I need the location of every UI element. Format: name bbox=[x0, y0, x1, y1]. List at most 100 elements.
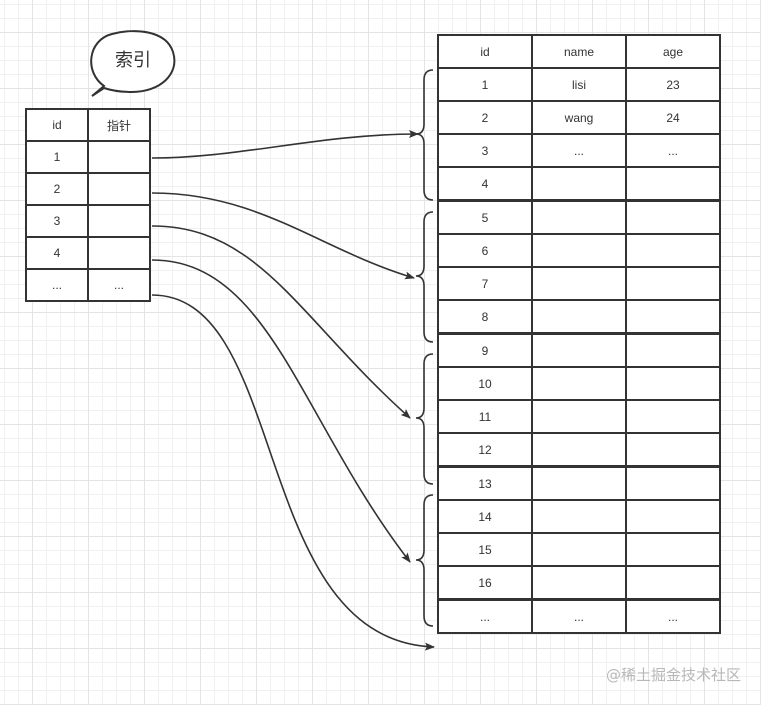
header-id: id bbox=[25, 108, 89, 142]
data-name-cell bbox=[531, 166, 627, 202]
data-name-cell bbox=[531, 399, 627, 434]
data-table-header: id name age bbox=[437, 34, 721, 69]
data-age-cell bbox=[625, 366, 721, 401]
brace-group-13-16 bbox=[415, 494, 434, 627]
data-name-cell bbox=[531, 366, 627, 401]
index-table: id 指针 1 2 3 4 ... ... bbox=[25, 108, 151, 302]
data-id-cell: 8 bbox=[437, 299, 533, 335]
data-row: 8 bbox=[437, 299, 721, 335]
index-id-cell: 4 bbox=[25, 236, 89, 270]
data-age-cell bbox=[625, 233, 721, 268]
data-name-cell bbox=[531, 432, 627, 468]
data-age-cell bbox=[625, 399, 721, 434]
data-name-cell bbox=[531, 299, 627, 335]
index-pointer-cell bbox=[87, 204, 151, 238]
data-name-cell bbox=[531, 332, 627, 368]
data-id-cell: 4 bbox=[437, 166, 533, 202]
data-name-cell: ... bbox=[531, 598, 627, 634]
data-id-cell: 9 bbox=[437, 332, 533, 368]
data-age-cell bbox=[625, 565, 721, 601]
data-id-cell: 15 bbox=[437, 532, 533, 567]
arrow-index-3 bbox=[151, 225, 411, 419]
data-row: 7 bbox=[437, 266, 721, 301]
data-age-cell bbox=[625, 166, 721, 202]
data-row: 13 bbox=[437, 465, 721, 501]
data-row: 14 bbox=[437, 499, 721, 534]
index-pointer-cell: ... bbox=[87, 268, 151, 302]
arrow-index-more bbox=[151, 294, 435, 651]
data-age-cell bbox=[625, 299, 721, 335]
data-row: 16 bbox=[437, 565, 721, 601]
arrow-index-1 bbox=[151, 130, 419, 159]
index-row: ... ... bbox=[25, 268, 151, 302]
data-name-cell bbox=[531, 499, 627, 534]
data-id-cell: 12 bbox=[437, 432, 533, 468]
data-id-cell: 10 bbox=[437, 366, 533, 401]
data-name-cell: ... bbox=[531, 133, 627, 168]
data-age-cell bbox=[625, 199, 721, 235]
data-name-cell bbox=[531, 532, 627, 567]
data-row: 10 bbox=[437, 366, 721, 401]
data-row: 5 bbox=[437, 199, 721, 235]
brace-group-9-12 bbox=[415, 353, 434, 485]
index-pointer-cell bbox=[87, 140, 151, 174]
index-row: 2 bbox=[25, 172, 151, 206]
data-name-cell bbox=[531, 266, 627, 301]
data-age-cell bbox=[625, 332, 721, 368]
data-row: 12 bbox=[437, 432, 721, 468]
data-age-cell bbox=[625, 532, 721, 567]
data-name-cell bbox=[531, 199, 627, 235]
index-row: 3 bbox=[25, 204, 151, 238]
header-id: id bbox=[437, 34, 533, 69]
data-row: 4 bbox=[437, 166, 721, 202]
data-age-cell: 24 bbox=[625, 100, 721, 135]
index-row: 1 bbox=[25, 140, 151, 174]
data-row: 9 bbox=[437, 332, 721, 368]
header-pointer: 指针 bbox=[87, 108, 151, 142]
data-name-cell: wang bbox=[531, 100, 627, 135]
header-name: name bbox=[531, 34, 627, 69]
data-id-cell: ... bbox=[437, 598, 533, 634]
data-id-cell: 14 bbox=[437, 499, 533, 534]
data-name-cell: lisi bbox=[531, 67, 627, 102]
bubble-label: 索引 bbox=[115, 50, 151, 71]
data-age-cell bbox=[625, 432, 721, 468]
data-id-cell: 6 bbox=[437, 233, 533, 268]
data-row: 3...... bbox=[437, 133, 721, 168]
index-id-cell: 2 bbox=[25, 172, 89, 206]
data-age-cell bbox=[625, 465, 721, 501]
data-id-cell: 1 bbox=[437, 67, 533, 102]
brace-group-1-4 bbox=[415, 69, 434, 201]
data-id-cell: 3 bbox=[437, 133, 533, 168]
watermark: @稀土掘金技术社区 bbox=[605, 666, 741, 684]
data-id-cell: 5 bbox=[437, 199, 533, 235]
arrow-index-2 bbox=[151, 192, 415, 280]
data-age-cell: 23 bbox=[625, 67, 721, 102]
header-age: age bbox=[625, 34, 721, 69]
index-pointer-cell bbox=[87, 236, 151, 270]
index-pointer-cell bbox=[87, 172, 151, 206]
data-row: ......... bbox=[437, 598, 721, 634]
index-row: 4 bbox=[25, 236, 151, 270]
data-age-cell bbox=[625, 499, 721, 534]
index-id-cell: 3 bbox=[25, 204, 89, 238]
data-row: 6 bbox=[437, 233, 721, 268]
data-id-cell: 2 bbox=[437, 100, 533, 135]
data-id-cell: 11 bbox=[437, 399, 533, 434]
data-name-cell bbox=[531, 465, 627, 501]
index-id-cell: 1 bbox=[25, 140, 89, 174]
data-id-cell: 16 bbox=[437, 565, 533, 601]
index-id-cell: ... bbox=[25, 268, 89, 302]
brace-group-5-8 bbox=[415, 211, 434, 343]
data-name-cell bbox=[531, 565, 627, 601]
data-age-cell: ... bbox=[625, 598, 721, 634]
data-row: 11 bbox=[437, 399, 721, 434]
data-row: 15 bbox=[437, 532, 721, 567]
data-name-cell bbox=[531, 233, 627, 268]
data-id-cell: 7 bbox=[437, 266, 533, 301]
arrow-index-4 bbox=[151, 259, 411, 563]
data-id-cell: 13 bbox=[437, 465, 533, 501]
